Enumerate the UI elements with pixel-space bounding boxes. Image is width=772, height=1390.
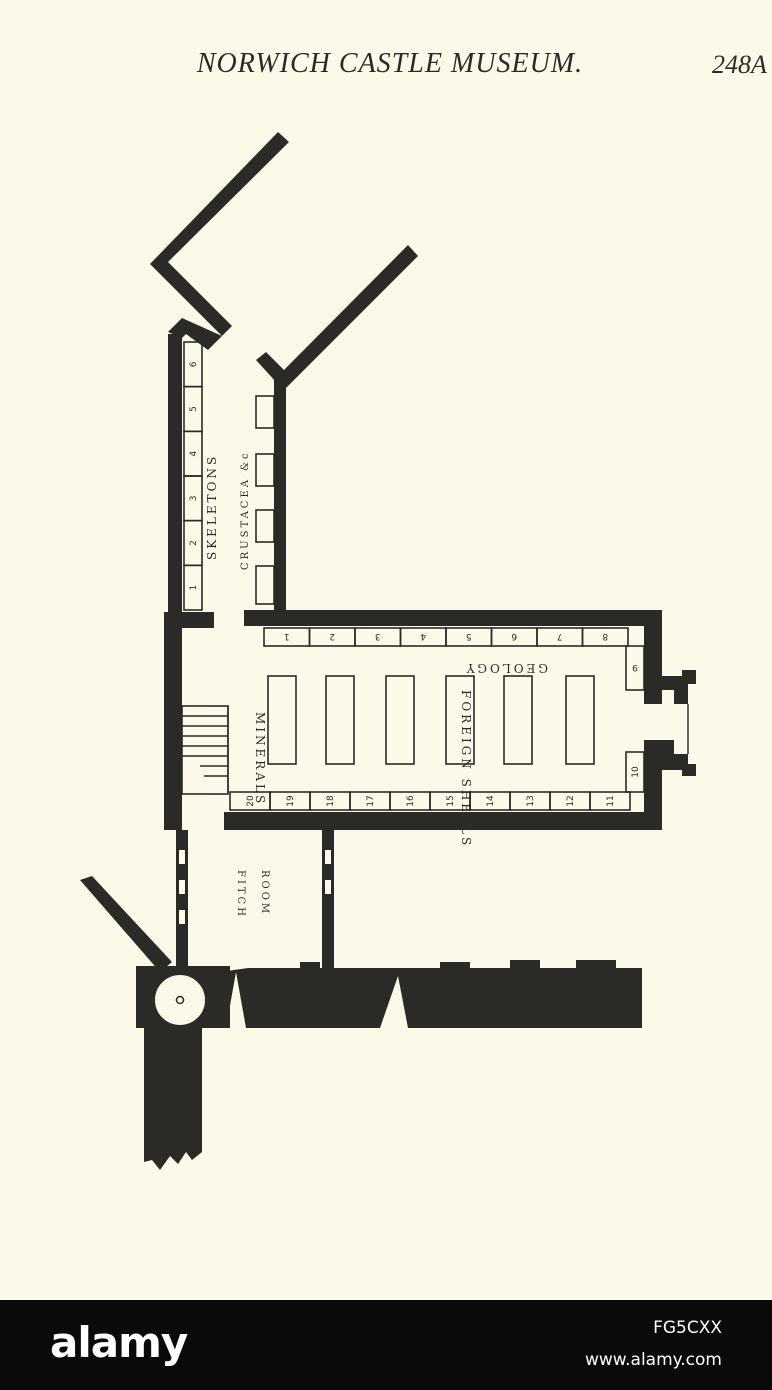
upper-left-angled-wall	[150, 132, 289, 336]
top-case-7: 7	[536, 627, 584, 647]
top-case-5: 5	[445, 627, 493, 647]
corridor-top-cap	[168, 318, 222, 350]
bottom-case-16-number: 16	[406, 795, 416, 807]
bottom-wall-cases: 20 19 18 17 16 15 14 13 12 11	[229, 791, 631, 811]
top-case-4-number: 4	[420, 631, 426, 641]
gallery-top-wall	[244, 610, 662, 626]
end-case-10-number: 10	[631, 766, 641, 778]
fitch-room-left-wall	[176, 830, 188, 970]
bottom-case-12: 12	[549, 791, 591, 811]
top-case-6-number: 6	[511, 631, 517, 641]
south-massive-wall	[248, 960, 642, 1028]
bay-window-lower	[660, 740, 696, 776]
page-header-title: NORWICH CASTLE MUSEUM.	[196, 48, 584, 79]
west-outer-wall	[164, 612, 182, 830]
skeleton-case-3-number: 3	[189, 495, 199, 501]
bottom-case-15-number: 15	[446, 795, 456, 806]
crustacea-label: CRUSTACEA &c	[240, 450, 251, 570]
skeleton-case-5: 5	[183, 385, 203, 433]
skeleton-case-3: 3	[183, 475, 203, 522]
top-case-8: 8	[581, 627, 629, 647]
bottom-case-18: 18	[309, 791, 351, 811]
bottom-case-14: 14	[469, 791, 511, 811]
centre-cases	[267, 675, 595, 765]
gallery-bottom-wall	[224, 812, 662, 830]
skeleton-case-4-number: 4	[189, 451, 199, 457]
staircase	[181, 705, 229, 795]
gallery-end-wall-upper	[644, 610, 662, 704]
top-wall-cases: 1 2 3 4 5 6 7 8	[263, 627, 629, 647]
south-wall-embrasure	[380, 976, 408, 1028]
image-id: FG5CXX	[653, 1318, 722, 1338]
end-case-10: 10	[625, 751, 645, 793]
end-case-9-number: 9	[632, 662, 638, 672]
minerals-label: MINERALS	[253, 712, 267, 806]
skeleton-case-2: 2	[183, 519, 203, 567]
skeleton-case-1-number: 1	[189, 585, 199, 591]
fitch-room-windows	[179, 850, 331, 924]
corridor-left-wall	[168, 334, 182, 624]
bottom-case-14-number: 14	[486, 795, 496, 807]
top-case-4: 4	[399, 627, 447, 647]
site-url[interactable]: www.alamy.com	[584, 1350, 722, 1370]
bottom-case-11-number: 11	[606, 795, 616, 806]
bottom-case-17-number: 17	[366, 795, 376, 806]
skeleton-case-1: 1	[183, 564, 203, 611]
skeleton-cases: 1 2 3 4 5 6	[183, 341, 203, 611]
bottom-case-11: 11	[589, 791, 631, 811]
end-wall-cases: 9 10	[625, 645, 645, 793]
top-case-7-number: 7	[557, 631, 563, 641]
bottom-case-17: 17	[349, 791, 391, 811]
skeleton-case-4: 4	[183, 430, 203, 477]
bottom-case-20-number: 20	[246, 795, 256, 807]
corridor-right-wall	[274, 372, 286, 612]
skeleton-case-6: 6	[183, 341, 203, 388]
tower-door-splay	[226, 972, 246, 1028]
page-number: 248A	[712, 50, 767, 79]
bottom-case-13: 13	[509, 791, 551, 811]
geology-label: GEOLOGY	[464, 661, 548, 675]
foreign-shells-label: FOREIGN SHELLS	[459, 690, 473, 848]
bottom-case-13-number: 13	[526, 795, 536, 806]
watermark-footer: alamy FG5CXX www.alamy.com	[0, 1300, 772, 1390]
skeleton-case-5-number: 5	[189, 406, 199, 412]
skeletons-label: SKELETONS	[205, 454, 219, 560]
crustacea-cases	[255, 395, 275, 605]
gallery-end-wall-lower	[644, 740, 662, 830]
skeleton-case-6-number: 6	[189, 361, 199, 367]
lower-buttress	[144, 1028, 202, 1170]
fitch-room-right-wall	[322, 830, 334, 968]
top-case-6: 6	[490, 627, 538, 647]
end-case-9: 9	[625, 645, 645, 691]
round-tower-centre-icon	[175, 995, 185, 1005]
top-case-8-number: 8	[602, 631, 608, 641]
bottom-case-19: 19	[269, 791, 311, 811]
top-case-2: 2	[308, 627, 356, 647]
bottom-case-18-number: 18	[326, 795, 336, 807]
top-case-3: 3	[354, 627, 402, 647]
brand-logo: alamy	[50, 1318, 188, 1367]
bay-window-upper	[660, 670, 696, 704]
bottom-case-12-number: 12	[566, 795, 576, 806]
bottom-case-16: 16	[389, 791, 431, 811]
top-case-3-number: 3	[375, 631, 381, 641]
fitch-room-label-line1: FITCH	[235, 870, 246, 919]
round-tower-newel	[153, 973, 207, 1027]
top-case-1: 1	[263, 627, 311, 647]
upper-right-angled-wall	[276, 245, 418, 388]
lower-left-angled-wall	[80, 876, 172, 972]
bottom-case-19-number: 19	[286, 795, 296, 807]
fitch-room-label-line2: ROOM	[259, 870, 270, 916]
skeleton-case-2-number: 2	[189, 540, 199, 546]
top-case-2-number: 2	[329, 631, 335, 641]
top-case-1-number: 1	[284, 631, 290, 641]
top-case-5-number: 5	[466, 631, 472, 641]
